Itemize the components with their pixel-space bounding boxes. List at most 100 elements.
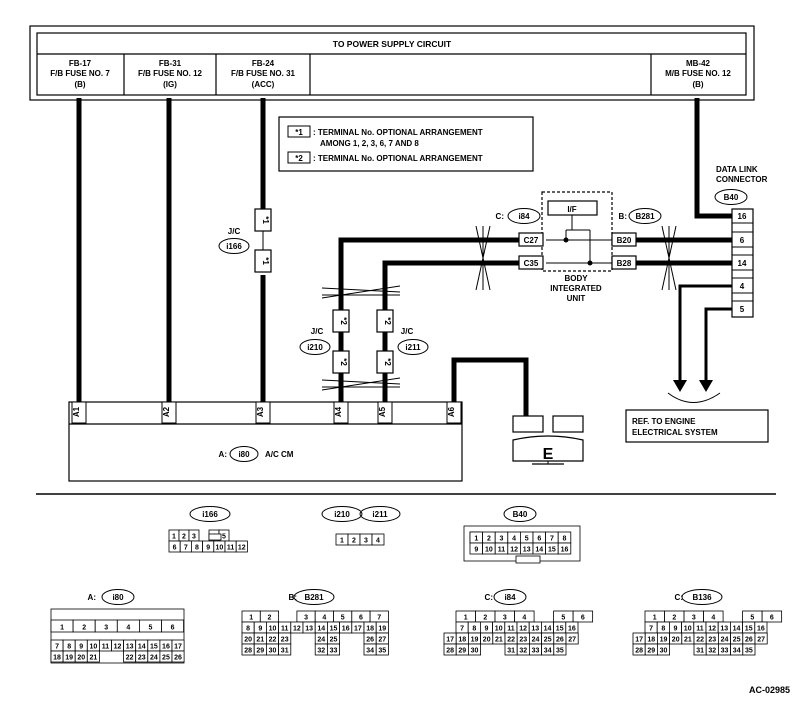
pin-number: 17	[354, 626, 362, 633]
pin-number: 20	[77, 655, 85, 662]
legend-text-1b: AMONG 1, 2, 3, 6, 7 AND 8	[320, 139, 419, 148]
legend-text-2: : TERMINAL No. OPTIONAL ARRANGEMENT	[313, 154, 483, 163]
pin-number: 31	[281, 648, 289, 655]
pin-number: 19	[660, 637, 668, 644]
pin-number: 12	[708, 626, 716, 633]
accm-pin-a1: A1	[72, 406, 81, 417]
pin-number: 16	[162, 644, 170, 651]
biu-conn-c-prefix: C:	[496, 212, 504, 221]
pin-number: 31	[507, 648, 515, 655]
pin-number: 10	[269, 626, 277, 633]
ac-control-module: A1 A2 A3 A4 A5 A6 A: i80 A/C CM	[68, 401, 463, 482]
pin-number: 25	[162, 655, 170, 662]
accm-name: A/C CM	[265, 450, 294, 459]
pin-number: 19	[378, 626, 386, 633]
pin-number: 24	[532, 637, 540, 644]
pin-number: 11	[281, 626, 289, 633]
pin-number: 15	[745, 626, 753, 633]
conn-b40-code: B40	[513, 510, 528, 519]
pin-number: 1	[60, 625, 64, 632]
pin-cell	[754, 632, 768, 645]
pin-cell	[761, 610, 783, 623]
pin-number: 3	[503, 615, 507, 622]
pin-number: 35	[378, 648, 386, 655]
legend-mark-2: *2	[295, 154, 303, 163]
fuse-mb42-name: M/B FUSE NO. 12	[665, 69, 731, 78]
pin-number: 16	[561, 547, 569, 554]
pin-number: 3	[500, 536, 504, 543]
pin-number: 2	[267, 615, 271, 622]
pin-number: 3	[692, 615, 696, 622]
pin-number: 24	[317, 637, 325, 644]
pin-number: 27	[378, 637, 386, 644]
conn-b136-code-oval	[681, 589, 723, 605]
pin-number: 21	[684, 637, 692, 644]
pin-number: 5	[341, 615, 345, 622]
jc-i211-label: J/C	[401, 327, 414, 336]
conn-i210-code-oval	[321, 506, 363, 522]
conn-i211-code-oval	[359, 506, 401, 522]
conn-b40-code-oval	[503, 506, 537, 522]
fuse-fb31-mode: (IG)	[163, 80, 177, 89]
jc-i166-code: i166	[226, 242, 242, 251]
power-supply-header: TO POWER SUPPLY CIRCUIT FB-17 F/B FUSE N…	[29, 25, 755, 101]
pin-number: 14	[535, 547, 543, 554]
pin-cell	[371, 533, 385, 546]
jc-i210-mark-1: *2	[339, 317, 348, 325]
pin-number: 23	[281, 637, 289, 644]
dlc-title-2: CONNECTOR	[716, 175, 768, 184]
junction-i210: *2 *2 J/C i210	[299, 309, 350, 374]
pin-number: 6	[173, 545, 177, 552]
jc-i210-mark-2: *2	[339, 358, 348, 366]
pin-number: 11	[227, 545, 235, 552]
ground-symbol: E	[512, 415, 584, 465]
pin-number: 31	[696, 648, 704, 655]
pin-number: 8	[67, 644, 71, 651]
jc-i166-mark-2: *1	[261, 257, 270, 265]
pin-number: 17	[635, 637, 643, 644]
conn-b136-code: B136	[692, 593, 712, 602]
pin-number: 14	[317, 626, 325, 633]
pin-number: 24	[721, 637, 729, 644]
dlc-pin-4: 4	[740, 282, 745, 291]
fuse-fb31-name: F/B FUSE NO. 12	[138, 69, 203, 78]
pin-number: 17	[446, 637, 454, 644]
pin-number: 9	[258, 626, 262, 633]
pin-number: 22	[696, 637, 704, 644]
pin-number: 5	[222, 534, 226, 541]
pin-number: 6	[537, 536, 541, 543]
pin-number: 1	[474, 536, 478, 543]
pin-number: 3	[192, 534, 196, 541]
pin-number: 11	[507, 626, 515, 633]
jc-i166-label: J/C	[228, 227, 241, 236]
pin-number: 5	[750, 615, 754, 622]
pin-number: 25	[544, 637, 552, 644]
legend-box: *1 : TERMINAL No. OPTIONAL ARRANGEMENT A…	[278, 116, 534, 172]
pin-number: 15	[150, 644, 158, 651]
signal-wires	[678, 284, 733, 383]
biu-name-2: INTEGRATED	[550, 284, 602, 293]
pin-number: 2	[487, 536, 491, 543]
conn-i84-code: i84	[504, 593, 516, 602]
jc-i210-label: J/C	[311, 327, 324, 336]
pin-number: 22	[507, 637, 515, 644]
pin-number: 25	[733, 637, 741, 644]
pin-number: 28	[244, 648, 252, 655]
pin-number: 24	[150, 655, 158, 662]
pin-number: 7	[550, 536, 554, 543]
pin-number: 30	[660, 648, 668, 655]
pin-cell	[553, 643, 567, 656]
pin-number: 8	[661, 626, 665, 633]
pin-number: 6	[171, 625, 175, 632]
pin-number: 6	[770, 615, 774, 622]
pin-number: 14	[544, 626, 552, 633]
pin-number: 5	[148, 625, 152, 632]
pin-number: 19	[65, 655, 73, 662]
conn-i210-code: i210	[334, 510, 350, 519]
accm-pin-a6: A6	[447, 406, 456, 417]
conn-i166-code-oval	[189, 506, 231, 522]
pin-number: 1	[249, 615, 253, 622]
pin-number: 8	[246, 626, 250, 633]
legend-text-1: : TERMINAL No. OPTIONAL ARRANGEMENT	[313, 128, 483, 137]
